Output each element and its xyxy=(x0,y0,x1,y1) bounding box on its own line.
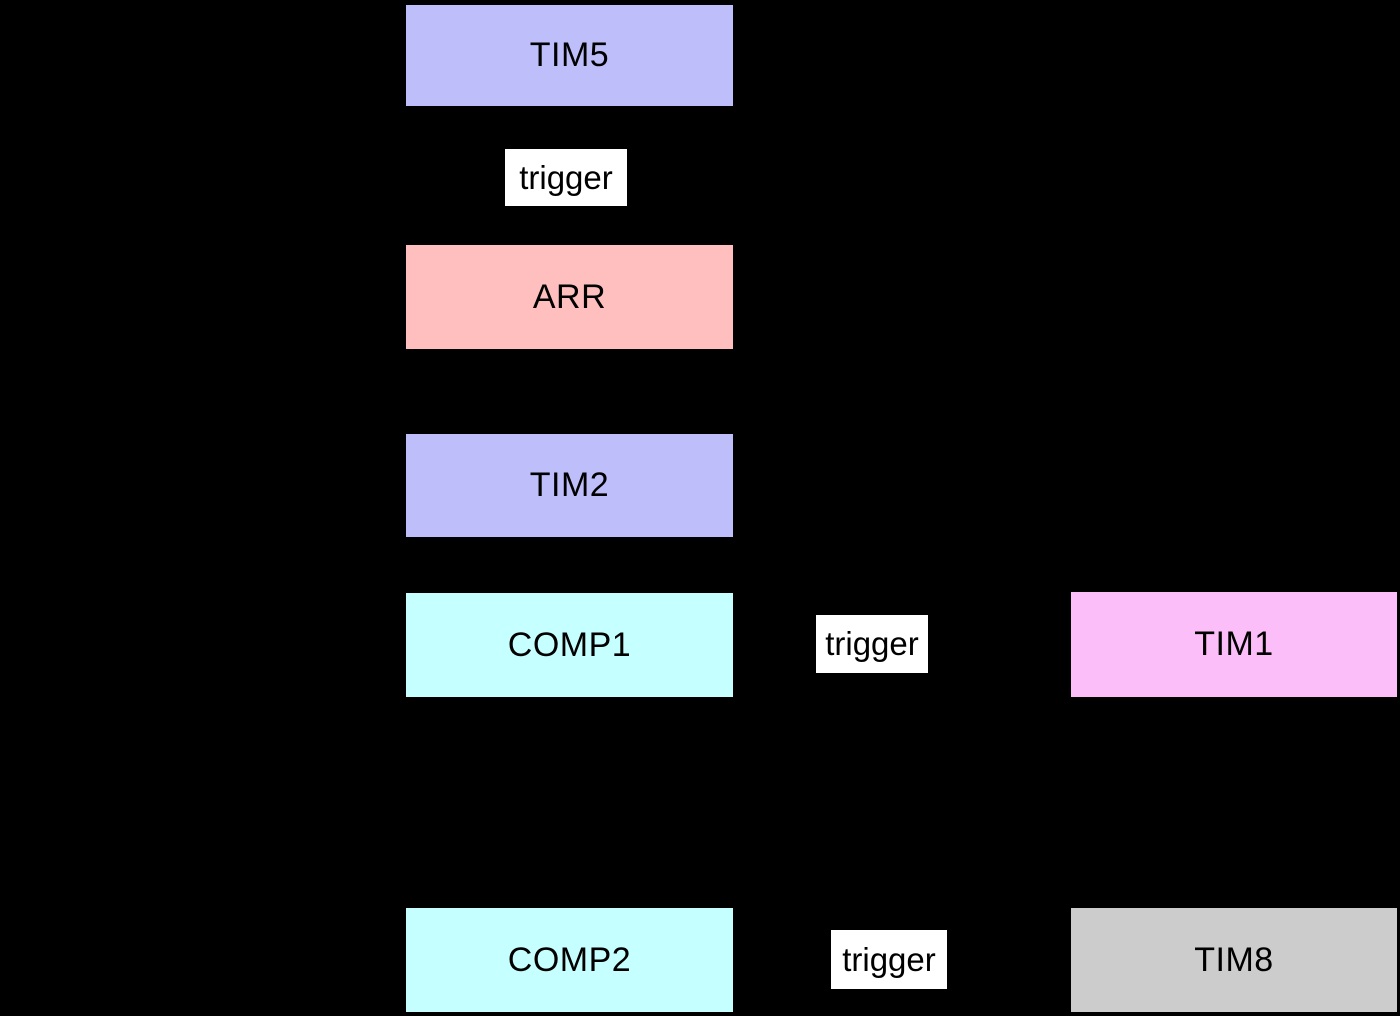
node-tim2: TIM2 xyxy=(406,434,733,537)
node-comp2-label: COMP2 xyxy=(507,940,632,979)
node-tim5: TIM5 xyxy=(406,5,733,106)
edge-label-trigger-tim5-arr-text: trigger xyxy=(519,158,613,196)
node-tim2-label: TIM2 xyxy=(529,466,610,504)
edge-label-trigger-comp2-tim8: trigger xyxy=(831,930,947,989)
node-arr: ARR xyxy=(406,245,733,349)
node-tim8-label: TIM8 xyxy=(1194,940,1274,979)
node-comp1: COMP1 xyxy=(406,593,733,697)
node-tim5-label: TIM5 xyxy=(529,36,610,74)
edge-label-trigger-comp1-tim1-text: trigger xyxy=(825,625,919,662)
node-tim1-label: TIM1 xyxy=(1194,625,1274,663)
node-comp1-label: COMP1 xyxy=(507,625,632,664)
node-arr-label: ARR xyxy=(532,277,607,316)
edge-label-trigger-comp2-tim8-text: trigger xyxy=(842,940,936,978)
node-tim1: TIM1 xyxy=(1071,592,1397,697)
edge-label-trigger-comp1-tim1: trigger xyxy=(816,615,928,673)
node-comp2: COMP2 xyxy=(406,908,733,1012)
node-tim8: TIM8 xyxy=(1071,908,1397,1012)
edge-label-trigger-tim5-arr: trigger xyxy=(505,149,627,206)
